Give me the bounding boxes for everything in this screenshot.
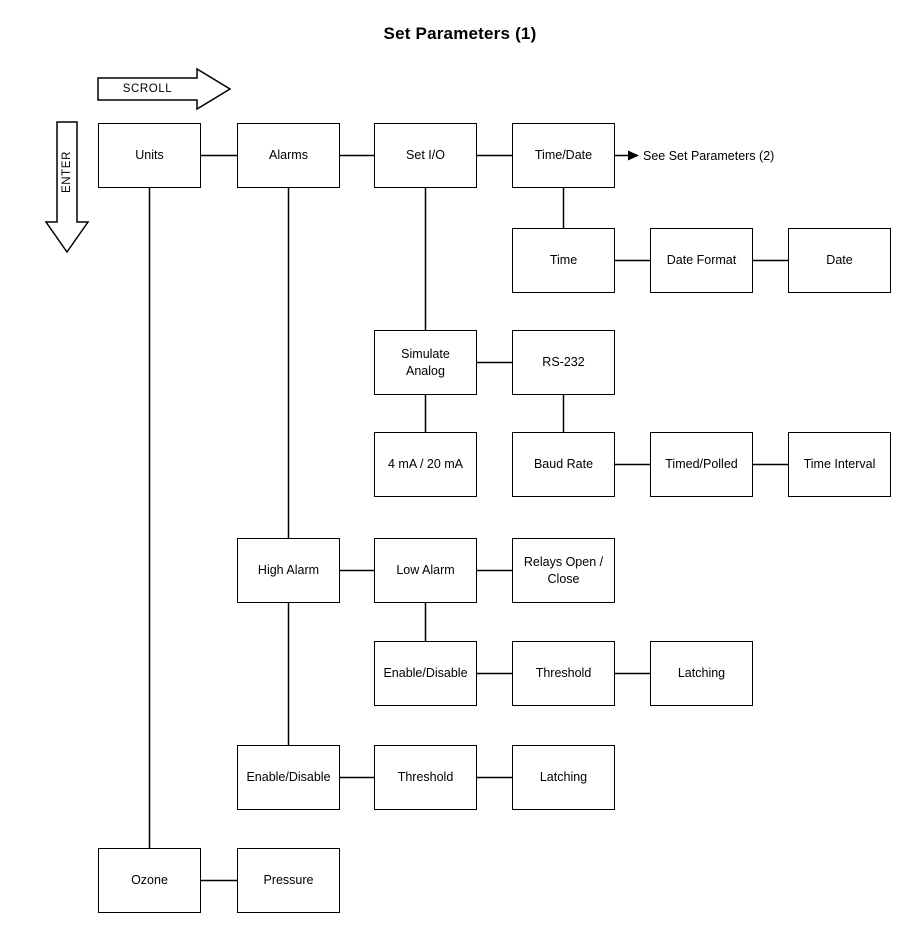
node-4ma-20ma: 4 mA / 20 mA bbox=[374, 432, 477, 497]
node-time-interval: Time Interval bbox=[788, 432, 891, 497]
node-high-enable-disable: Enable/Disable bbox=[237, 745, 340, 810]
scroll-right-arrow-icon bbox=[97, 67, 232, 111]
node-rs-232: RS-232 bbox=[512, 330, 615, 395]
node-date-format: Date Format bbox=[650, 228, 753, 293]
node-timed-polled: Timed/Polled bbox=[650, 432, 753, 497]
node-low-threshold: Threshold bbox=[512, 641, 615, 706]
node-high-latching: Latching bbox=[512, 745, 615, 810]
node-high-alarm: High Alarm bbox=[237, 538, 340, 603]
node-baud-rate: Baud Rate bbox=[512, 432, 615, 497]
node-low-enable-disable: Enable/Disable bbox=[374, 641, 477, 706]
node-low-alarm: Low Alarm bbox=[374, 538, 477, 603]
node-date: Date bbox=[788, 228, 891, 293]
node-alarms: Alarms bbox=[237, 123, 340, 188]
node-units: Units bbox=[98, 123, 201, 188]
node-simulate-analog: Simulate Analog bbox=[374, 330, 477, 395]
node-low-latching: Latching bbox=[650, 641, 753, 706]
enter-arrow-label: ENTER bbox=[61, 151, 73, 193]
see-reference-arrow-icon bbox=[628, 150, 639, 161]
scroll-arrow-label: SCROLL bbox=[122, 83, 173, 95]
node-time: Time bbox=[512, 228, 615, 293]
node-high-threshold: Threshold bbox=[374, 745, 477, 810]
node-relays-open-close: Relays Open / Close bbox=[512, 538, 615, 603]
enter-down-arrow-icon bbox=[44, 121, 90, 254]
node-set-io: Set I/O bbox=[374, 123, 477, 188]
see-set-parameters-2-reference: See Set Parameters (2) bbox=[643, 149, 775, 163]
page-title: Set Parameters (1) bbox=[383, 24, 537, 43]
node-ozone: Ozone bbox=[98, 848, 201, 913]
node-pressure: Pressure bbox=[237, 848, 340, 913]
node-time-date: Time/Date bbox=[512, 123, 615, 188]
